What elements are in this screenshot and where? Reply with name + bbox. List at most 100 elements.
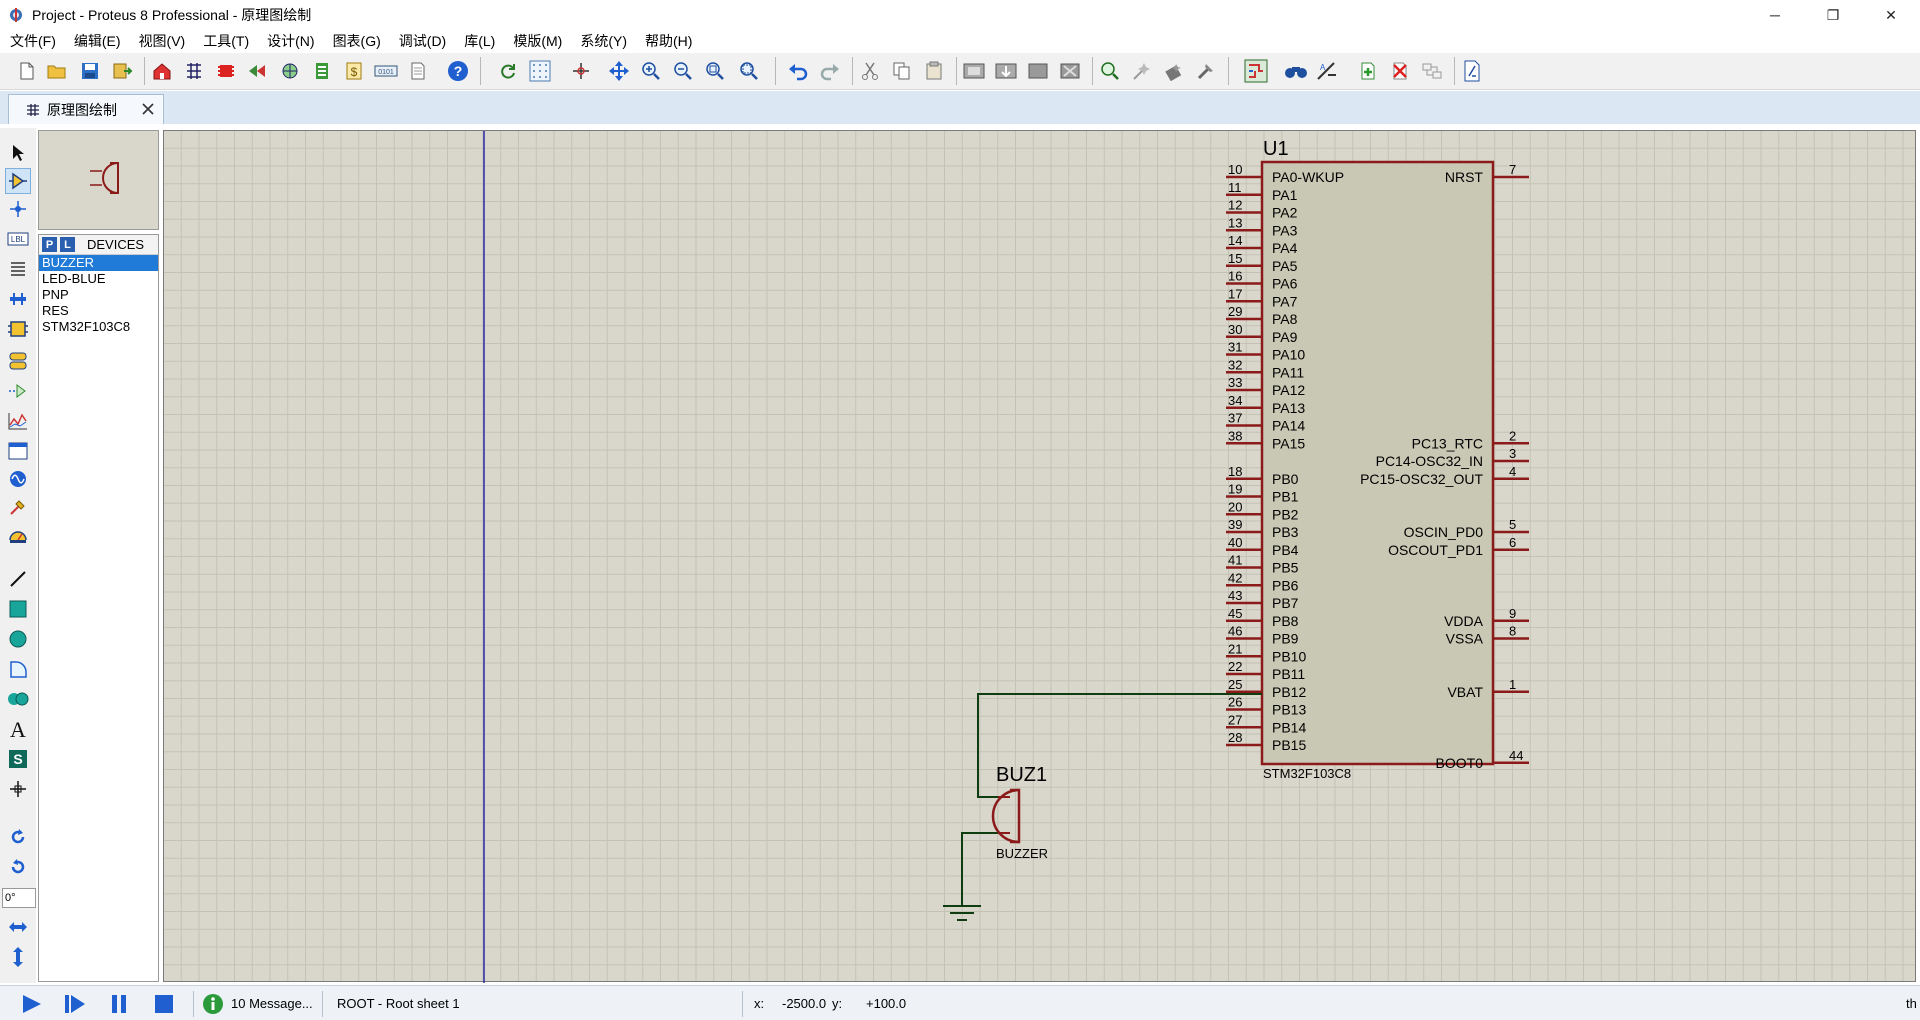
- device-item-buzzer[interactable]: BUZZER: [39, 255, 158, 271]
- ground-terminal[interactable]: [943, 905, 981, 921]
- design-explorer-icon[interactable]: [1459, 58, 1485, 84]
- step-simulation-icon[interactable]: [62, 992, 88, 1016]
- menu-template[interactable]: 模版(M): [513, 33, 563, 49]
- cost-icon[interactable]: $: [341, 58, 367, 84]
- schematic-icon[interactable]: [181, 58, 207, 84]
- menu-design[interactable]: 设计(N): [267, 33, 315, 49]
- refresh-icon[interactable]: [495, 58, 521, 84]
- device-item-res[interactable]: RES: [42, 303, 69, 318]
- text-2d-icon[interactable]: A: [5, 716, 31, 742]
- bom-icon[interactable]: [309, 58, 335, 84]
- device-item-pnp[interactable]: PNP: [42, 287, 69, 302]
- notes-icon[interactable]: [405, 58, 431, 84]
- mirror-x-icon[interactable]: [5, 914, 31, 940]
- circle-2d-icon[interactable]: [5, 626, 31, 652]
- graph-mode-icon[interactable]: [5, 408, 31, 434]
- goto-sheet-icon[interactable]: [1419, 58, 1445, 84]
- pause-simulation-icon[interactable]: [106, 992, 132, 1016]
- play-simulation-icon[interactable]: [18, 992, 44, 1016]
- selection-mode-icon[interactable]: [5, 140, 31, 166]
- subcircuit-icon[interactable]: [5, 316, 31, 342]
- junction-dot-icon[interactable]: [5, 196, 31, 222]
- undo-icon[interactable]: [785, 58, 811, 84]
- menu-file[interactable]: 文件(F): [10, 33, 56, 49]
- terminals-icon[interactable]: [5, 348, 31, 374]
- menu-library[interactable]: 库(L): [464, 33, 496, 49]
- paste-icon[interactable]: [921, 58, 947, 84]
- restore-button[interactable]: ❐: [1826, 6, 1840, 23]
- new-file-icon[interactable]: [14, 58, 40, 84]
- decompose-icon[interactable]: [1193, 58, 1219, 84]
- menu-debug[interactable]: 调试(D): [398, 33, 447, 49]
- property-assign-icon[interactable]: A: [1315, 58, 1341, 84]
- rotate-clockwise-icon[interactable]: [5, 824, 31, 850]
- arc-2d-icon[interactable]: [5, 656, 31, 682]
- cut-icon[interactable]: [857, 58, 883, 84]
- pick-device-icon[interactable]: [1097, 58, 1123, 84]
- buses-icon[interactable]: [5, 286, 31, 312]
- redo-icon[interactable]: [817, 58, 843, 84]
- zoom-out-icon[interactable]: [670, 58, 696, 84]
- pan-icon[interactable]: [606, 58, 632, 84]
- info-icon[interactable]: [200, 992, 226, 1016]
- tab-schematic-capture[interactable]: 原理图绘制: [8, 94, 164, 124]
- zoom-all-icon[interactable]: [702, 58, 728, 84]
- home-icon[interactable]: [149, 58, 175, 84]
- close-tab-icon[interactable]: [141, 102, 155, 116]
- zoom-in-icon[interactable]: [638, 58, 664, 84]
- gerber-icon[interactable]: 0101: [373, 58, 399, 84]
- wire-pb12-to-buzzer[interactable]: [977, 693, 1262, 798]
- gallery-icon[interactable]: [245, 58, 271, 84]
- path-2d-icon[interactable]: [5, 686, 31, 712]
- block-delete-icon[interactable]: [1057, 58, 1083, 84]
- packaging-icon[interactable]: [1161, 58, 1187, 84]
- library-manager-button[interactable]: L: [60, 237, 75, 252]
- block-copy-icon[interactable]: [961, 58, 987, 84]
- search-tag-icon[interactable]: [1283, 58, 1309, 84]
- symbol-2d-icon[interactable]: S: [5, 746, 31, 772]
- generator-mode-icon[interactable]: [5, 466, 31, 492]
- menu-graph[interactable]: 图表(G): [332, 33, 381, 49]
- remove-sheet-icon[interactable]: [1387, 58, 1413, 84]
- rotation-angle-input[interactable]: 0°: [2, 888, 36, 908]
- line-2d-icon[interactable]: [5, 566, 31, 592]
- menu-help[interactable]: 帮助(H): [645, 33, 693, 49]
- origin-icon[interactable]: [568, 58, 594, 84]
- overview-preview[interactable]: [38, 130, 159, 230]
- close-window-button[interactable]: ✕: [1885, 6, 1897, 23]
- wire-label-icon[interactable]: LBL: [5, 226, 31, 252]
- component-mode-icon[interactable]: [5, 168, 31, 194]
- box-2d-icon[interactable]: [5, 596, 31, 622]
- device-pins-icon[interactable]: [5, 378, 31, 404]
- import-icon[interactable]: [109, 58, 135, 84]
- save-icon[interactable]: [77, 58, 103, 84]
